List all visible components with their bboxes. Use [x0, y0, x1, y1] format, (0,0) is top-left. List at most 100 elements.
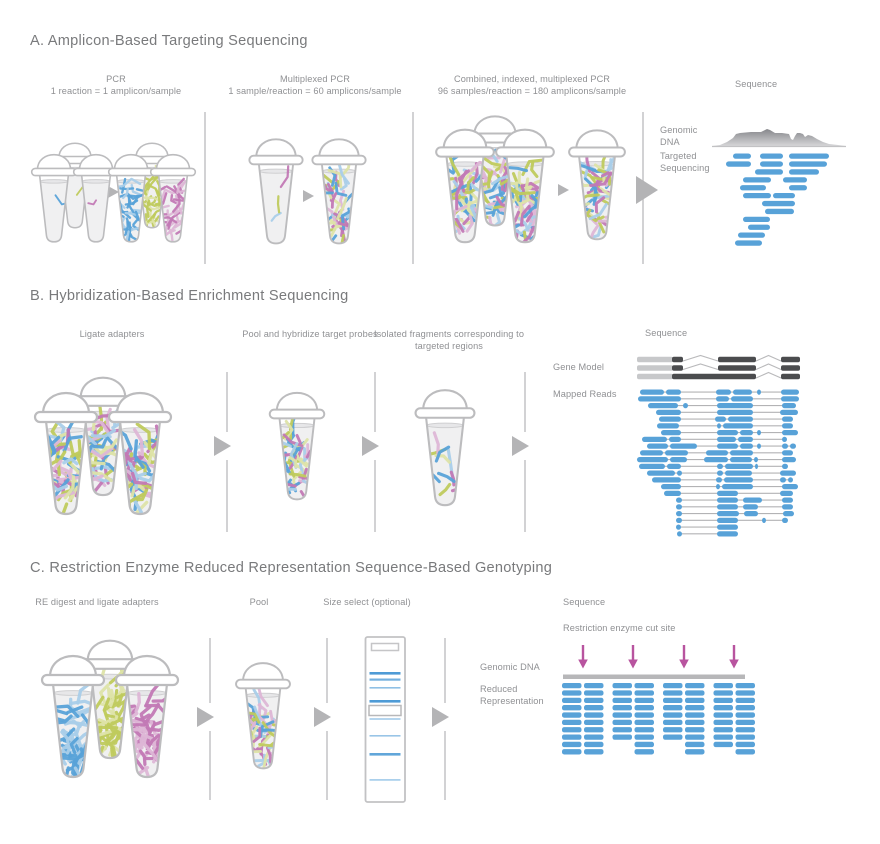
flow-arrow-icon: [214, 436, 231, 456]
tube-icon: [72, 154, 120, 243]
read-bar: [782, 443, 788, 449]
tube-icon: [568, 129, 626, 241]
read-bar: [717, 531, 738, 537]
read-bar: [783, 177, 807, 183]
tube-icon: [414, 389, 476, 507]
stack-read-bar: [612, 705, 632, 711]
tube-icon: [235, 662, 291, 770]
read-bar: [728, 416, 753, 422]
read-bar: [730, 457, 752, 463]
tube-icon: [268, 391, 326, 501]
tube-icon: [435, 128, 495, 244]
read-bar: [717, 443, 738, 449]
step-label-isolated-fragments: Isolated fragments corresponding to targ…: [373, 329, 525, 352]
stack-read-bar: [634, 712, 654, 718]
stack-read-bar: [584, 749, 604, 755]
read-bar: [743, 497, 762, 503]
read-bar: [743, 193, 771, 199]
stack-read-bar: [713, 697, 733, 703]
read-bar: [717, 511, 739, 517]
gene-model-segment: [672, 356, 683, 363]
stack-read-bar: [735, 697, 755, 703]
coverage-profile: [712, 129, 846, 147]
step-label-pool: Pool: [249, 597, 269, 607]
read-bar: [716, 396, 729, 402]
gel-well: [370, 642, 400, 652]
step-label-sequence-a: Sequence: [735, 79, 778, 89]
read-bar: [677, 470, 682, 476]
read-bar: [657, 423, 679, 429]
step-label-pcr: PCR 1 reaction = 1 amplicon/sample: [26, 73, 206, 97]
gene-model-segment: [672, 365, 683, 371]
step-label-combined-pcr: Combined, indexed, multiplexed PCR 96 sa…: [420, 73, 644, 97]
read-bar: [637, 457, 668, 463]
tube-icon: [107, 392, 173, 516]
stack-read-bar: [685, 719, 705, 726]
cut-site-arrow-icon: [729, 645, 739, 669]
stack-read-bar: [562, 727, 582, 733]
read-bar: [676, 497, 682, 503]
flow-arrow-icon: [558, 184, 569, 196]
step-subtitle: 96 samples/reaction = 180 amplicons/samp…: [437, 86, 627, 97]
read-bar: [639, 463, 665, 469]
stack-read-bar: [562, 697, 582, 703]
stack-read-bar: [634, 697, 654, 703]
read-bar: [765, 208, 794, 215]
read-bar: [638, 396, 681, 402]
read-bar: [717, 436, 736, 442]
read-bar: [757, 443, 761, 449]
gel-band: [369, 687, 401, 689]
genomic-dna-label-a: Genomic DNA: [660, 125, 698, 148]
step-subtitle: 1 sample/reaction = 60 amplicons/sample: [228, 86, 402, 97]
stack-read-bar: [735, 683, 755, 689]
read-bar: [656, 409, 681, 415]
stack-read-bar: [634, 727, 654, 733]
read-bar: [669, 436, 681, 442]
stack-read-bar: [735, 712, 755, 718]
read-bar: [731, 396, 753, 402]
read-bar: [762, 200, 795, 207]
read-bar: [781, 389, 799, 395]
read-bar: [683, 403, 688, 409]
gel-band: [369, 678, 401, 681]
read-bar: [647, 470, 675, 476]
stack-read-bar: [685, 697, 705, 703]
read-bar: [780, 409, 798, 415]
step-title: PCR: [106, 74, 126, 84]
read-bar: [640, 389, 664, 395]
read-bar: [780, 477, 786, 483]
gel-band: [369, 718, 401, 720]
genomic-dna-bar: [563, 674, 745, 679]
read-bar: [717, 490, 738, 496]
read-bar: [757, 389, 761, 395]
stack-read-bar: [584, 705, 604, 711]
step-title: Multiplexed PCR: [280, 74, 350, 84]
read-bar: [676, 524, 681, 530]
flow-arrow-icon: [636, 176, 658, 204]
stack-read-bar: [663, 683, 683, 689]
read-bar: [738, 232, 765, 238]
read-bar: [716, 389, 731, 395]
stack-read-bar: [562, 705, 582, 711]
stack-read-bar: [685, 734, 705, 740]
read-bar: [782, 423, 793, 429]
stack-read-bar: [562, 683, 582, 689]
gel-band: [369, 735, 401, 737]
stack-read-bar: [663, 734, 683, 740]
gene-model-segment: [637, 373, 673, 380]
read-bar: [717, 463, 723, 469]
cut-site-label: Restriction enzyme cut site: [563, 623, 676, 633]
stack-read-bar: [584, 741, 604, 748]
read-bar: [724, 477, 753, 483]
read-bar: [716, 477, 722, 483]
read-bar: [754, 457, 758, 463]
gel-band: [369, 779, 401, 781]
step-subtitle: 1 reaction = 1 amplicon/sample: [50, 86, 182, 97]
read-bar: [755, 463, 758, 469]
stack-read-bar: [584, 712, 604, 718]
read-bar: [782, 403, 796, 409]
read-bar: [762, 517, 766, 523]
read-bar: [733, 389, 752, 395]
read-bar: [717, 409, 753, 415]
read-bar: [783, 511, 794, 517]
